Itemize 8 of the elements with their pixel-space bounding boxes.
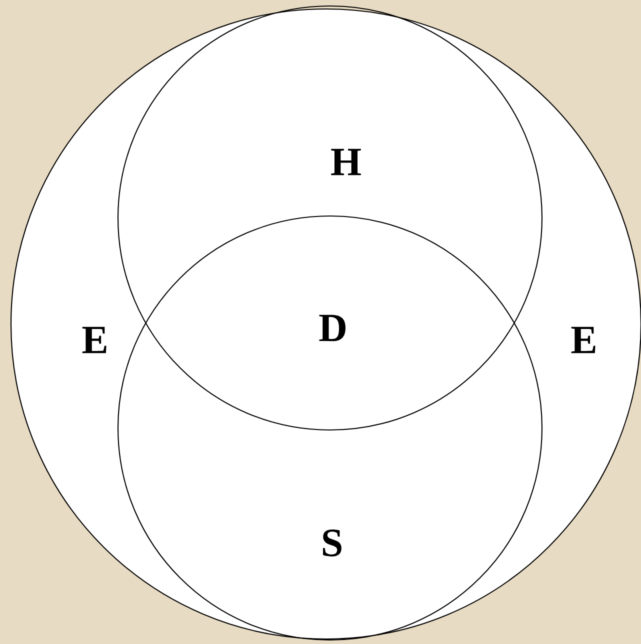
circle <box>117 5 543 431</box>
region-letter: E <box>571 326 596 354</box>
region-letter: S <box>323 530 342 556</box>
region-letter: H <box>331 148 361 176</box>
circle <box>117 215 543 641</box>
circle <box>10 8 641 640</box>
region-letter: E <box>82 326 106 354</box>
region-letter: D <box>319 314 346 342</box>
